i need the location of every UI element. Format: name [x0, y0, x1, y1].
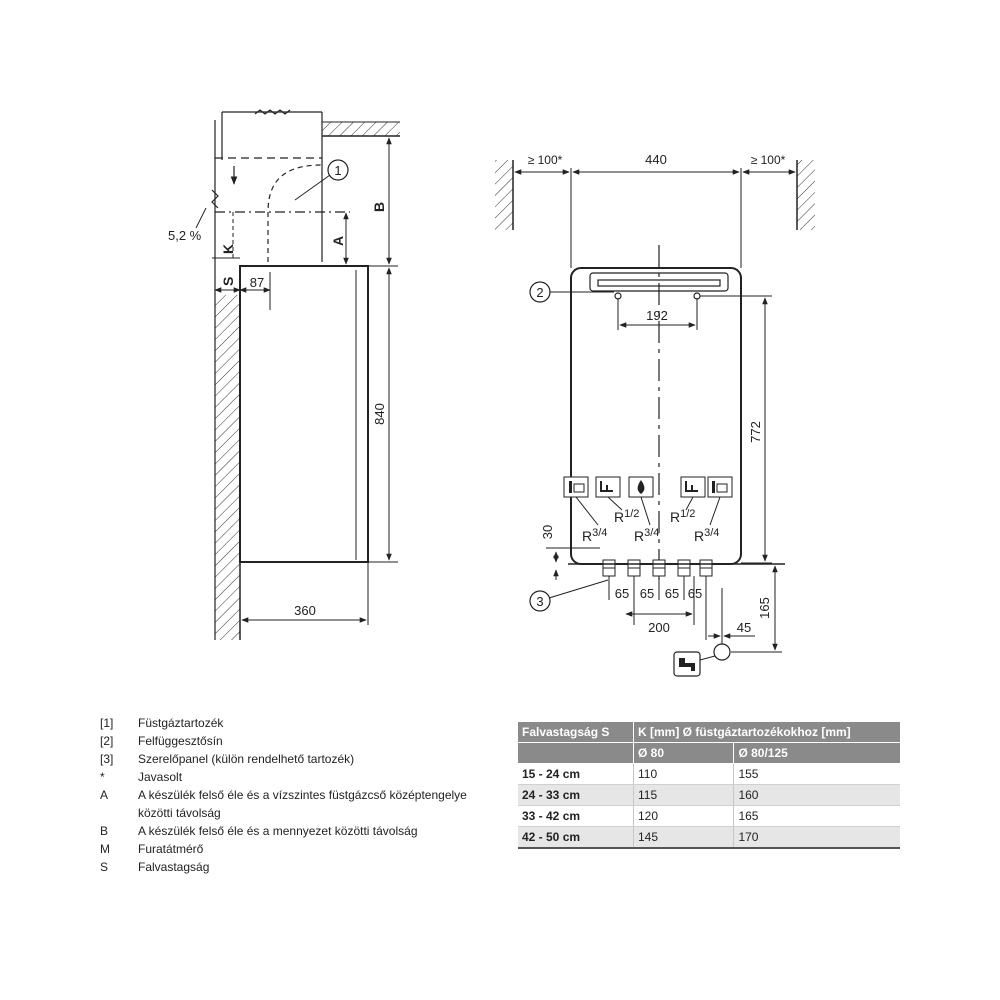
legend-key: A: [100, 788, 109, 802]
legend-text: Javasolt: [138, 770, 183, 784]
hot-water-icon: [595, 476, 621, 498]
gas-icon: [628, 476, 654, 498]
pipe-label-1: R3/4: [582, 527, 607, 544]
cell-k80: 120: [632, 805, 734, 827]
dim-772-label: 772: [748, 421, 763, 443]
legend-key: [1]: [100, 716, 114, 730]
callout-2-label: 2: [536, 285, 543, 300]
cell-k80: 110: [632, 763, 734, 785]
header-wall-thickness: Falvastagság S: [518, 722, 634, 743]
spacing-2-label: 65: [640, 586, 654, 601]
legend: [1] Füstgáztartozék [2] Felfüggesztősín [3…: [100, 714, 480, 876]
pipe-label-3: R3/4: [634, 527, 659, 544]
callout-1-circle: [327, 159, 349, 181]
slope-label: 5,2 %: [168, 228, 202, 243]
cell-wall: 42 - 50 cm: [518, 826, 634, 849]
side-view: 1 5,2 % A B 840 K S 87 360: [168, 109, 400, 640]
legend-text: Felfüggesztősín: [138, 734, 223, 748]
cold-water-icon: [680, 476, 706, 498]
spacing-3-label: 65: [665, 586, 679, 601]
dim-k-label: K: [220, 244, 236, 254]
pipe-label-5: R3/4: [694, 527, 719, 544]
legend-text: Szerelőpanel (külön rendelhető tartozék): [138, 752, 355, 766]
cell-k80125: 165: [733, 805, 900, 827]
header-k-values: K [mm] Ø füstgáztartozékokhoz [mm]: [633, 722, 900, 743]
legend-item: B A készülék felső éle és a mennyezet köz…: [100, 822, 480, 840]
dim-30-label: 30: [540, 525, 555, 539]
subheader-80-125: Ø 80/125: [733, 742, 900, 764]
width-440-label: 440: [645, 152, 667, 167]
legend-key: *: [100, 770, 105, 784]
legend-item: [2] Felfüggesztősín: [100, 732, 480, 750]
table-row: 15 - 24 cm 110 155: [518, 763, 900, 785]
clearance-left-label: ≥ 100*: [528, 153, 563, 167]
cell-k80: 115: [632, 784, 734, 806]
legend-key: [2]: [100, 734, 114, 748]
legend-text: Falvastagság: [138, 860, 210, 874]
dim-45-label: 45: [737, 620, 751, 635]
callout-3-label: 3: [536, 594, 543, 609]
callout-3-circle: [529, 590, 551, 612]
dim-s-label: S: [220, 277, 236, 286]
technical-drawing: 1 5,2 % A B 840 K S 87 360: [168, 109, 815, 677]
dim-b-label: B: [371, 202, 387, 212]
cell-k80125: 170: [733, 826, 900, 849]
heating-flow-icon: [563, 476, 589, 498]
pipe-label-4: R1/2: [670, 508, 695, 525]
spacing-4-label: 65: [688, 586, 702, 601]
legend-text: Füstgáztartozék: [138, 716, 224, 730]
legend-item: M Furatátmérő: [100, 840, 480, 858]
table-subheader-row: Ø 80 Ø 80/125: [518, 742, 900, 764]
dim-87-label: 87: [250, 275, 264, 290]
left-wall-hatch: [495, 160, 513, 230]
table-row: 24 - 33 cm 115 160: [518, 784, 900, 806]
cell-wall: 15 - 24 cm: [518, 763, 634, 785]
callout-2-circle: [529, 281, 551, 303]
wall-hatch: [215, 295, 240, 640]
subheader-empty: [518, 742, 634, 764]
legend-item: S Falvastagság: [100, 858, 480, 876]
pipe-label-2: R1/2: [614, 508, 639, 525]
callout-1-label: 1: [334, 163, 341, 178]
flue-accessory: [211, 109, 350, 262]
wall-thickness-table: Falvastagság S K [mm] Ø füstgáztartozéko…: [518, 722, 900, 849]
clearance-right-label: ≥ 100*: [751, 153, 786, 167]
table-row: 33 - 42 cm 120 165: [518, 805, 900, 827]
legend-item: [3] Szerelőpanel (külön rendelhető tartoz…: [100, 750, 480, 768]
dim-192-label: 192: [646, 308, 668, 323]
legend-key: M: [100, 842, 110, 856]
legend-text: A készülék felső éle és a mennyezet közö…: [138, 824, 418, 838]
front-view: ≥ 100* 440 ≥ 100* 2 192 772: [495, 152, 815, 677]
legend-item: * Javasolt: [100, 768, 480, 786]
cell-k80125: 160: [733, 784, 900, 806]
table-header-row: Falvastagság S K [mm] Ø füstgáztartozéko…: [518, 722, 900, 743]
heating-return-icon: [707, 476, 733, 498]
mounting-rail: [589, 272, 729, 300]
table-row: 42 - 50 cm 145 170: [518, 826, 900, 849]
cell-wall: 24 - 33 cm: [518, 784, 634, 806]
cell-k80125: 155: [733, 763, 900, 785]
cell-wall: 33 - 42 cm: [518, 805, 634, 827]
dim-a-label: A: [330, 236, 346, 246]
dim-200-label: 200: [648, 620, 670, 635]
legend-key: S: [100, 860, 109, 874]
legend-key: B: [100, 824, 109, 838]
spacing-1-label: 65: [615, 586, 629, 601]
drain-icon: [673, 651, 701, 677]
dim-840-label: 840: [372, 403, 387, 425]
dim-165-label: 165: [757, 597, 772, 619]
legend-text: Furatátmérő: [138, 842, 204, 856]
subheader-80: Ø 80: [632, 742, 734, 764]
legend-item: A A készülék felső éle és a vízszintes fü…: [100, 786, 480, 822]
legend-text: A készülék felső éle és a vízszintes füs…: [138, 788, 467, 820]
cell-k80: 145: [632, 826, 734, 849]
legend-item: [1] Füstgáztartozék: [100, 714, 480, 732]
dim-360-label: 360: [294, 603, 316, 618]
legend-key: [3]: [100, 752, 114, 766]
ceiling-hatch: [322, 122, 400, 136]
right-wall-hatch: [797, 160, 815, 230]
boiler-side: [239, 265, 369, 563]
